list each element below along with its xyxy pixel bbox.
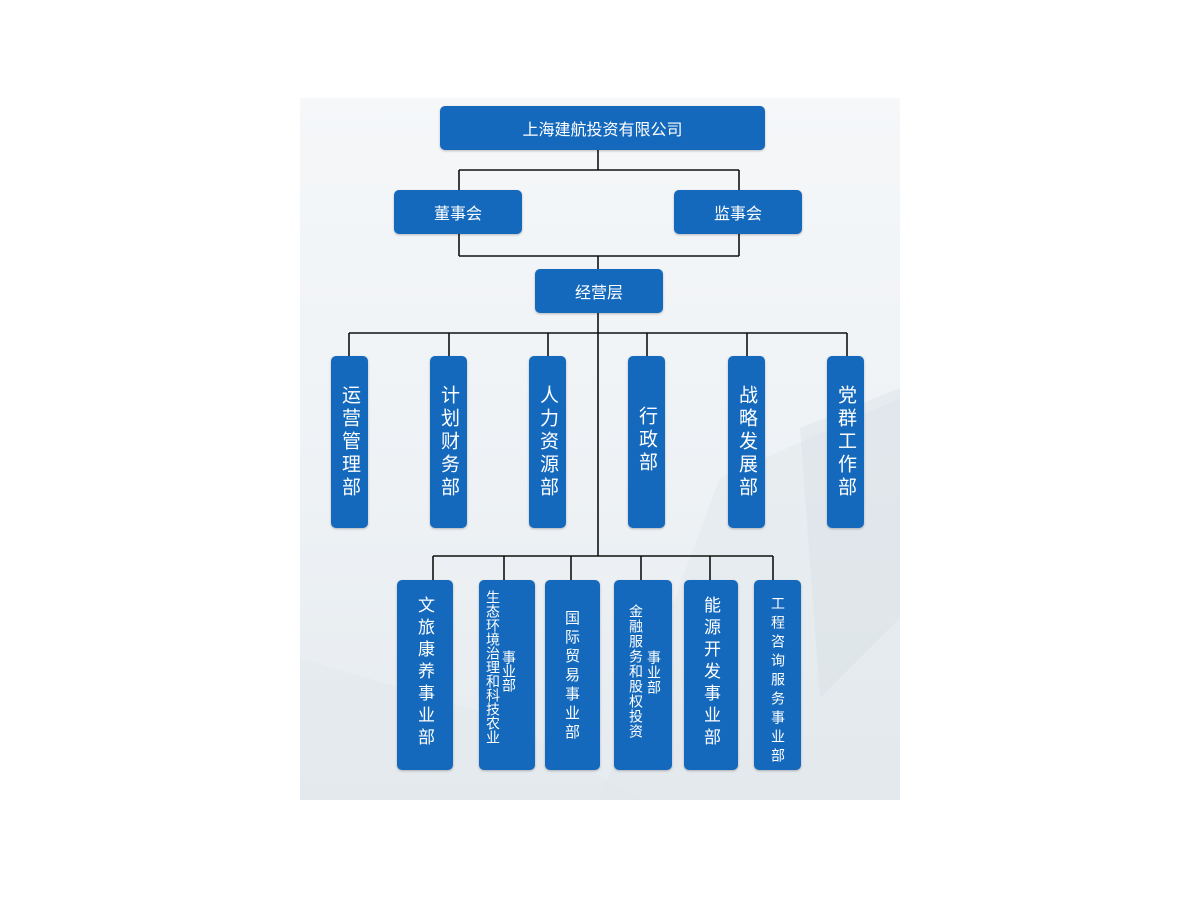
- department-label: 人力资源部: [537, 385, 559, 500]
- department-node: 运营管理部: [331, 356, 368, 528]
- business-unit-label: 能源开发事业部: [700, 596, 720, 750]
- business-unit-label: 工程咨询服务事业部: [769, 596, 785, 767]
- department-label: 行政部: [636, 406, 658, 475]
- department-label: 计划财务部: [438, 385, 460, 500]
- business-unit-label: 国际贸易事业部: [563, 610, 581, 743]
- department-node: 战略发展部: [728, 356, 765, 528]
- business-unit-node: 能源开发事业部: [684, 580, 738, 770]
- board-node: 董事会: [394, 190, 522, 234]
- company-node: 上海建航投资有限公司: [440, 106, 765, 150]
- department-node: 党群工作部: [827, 356, 864, 528]
- business-unit-node: 文旅康养事业部: [397, 580, 453, 770]
- management-node: 经营层: [535, 269, 663, 313]
- connector-lines: [348, 150, 848, 580]
- business-unit-label: 金融服务和股权投资: [627, 604, 643, 739]
- business-unit-label: 生态环境治理和科技农业: [484, 590, 500, 744]
- org-chart-canvas: 上海建航投资有限公司 董事会 监事会 经营层 运营管理部 计划财务部 人力资源部…: [300, 98, 900, 800]
- business-unit-label: 事业部: [645, 650, 661, 695]
- business-unit-node: 金融服务和股权投资 事业部: [614, 580, 672, 770]
- supervisory-board-node: 监事会: [674, 190, 802, 234]
- department-node: 计划财务部: [430, 356, 467, 528]
- business-unit-node: 生态环境治理和科技农业 事业部: [479, 580, 535, 770]
- department-node: 人力资源部: [529, 356, 566, 528]
- department-node: 行政部: [628, 356, 665, 528]
- department-label: 党群工作部: [835, 385, 857, 500]
- department-label: 运营管理部: [339, 385, 361, 500]
- business-unit-label: 事业部: [500, 650, 516, 692]
- business-unit-node: 国际贸易事业部: [545, 580, 600, 770]
- department-label: 战略发展部: [736, 385, 758, 500]
- business-unit-node: 工程咨询服务事业部: [754, 580, 801, 770]
- business-unit-label: 文旅康养事业部: [414, 596, 434, 750]
